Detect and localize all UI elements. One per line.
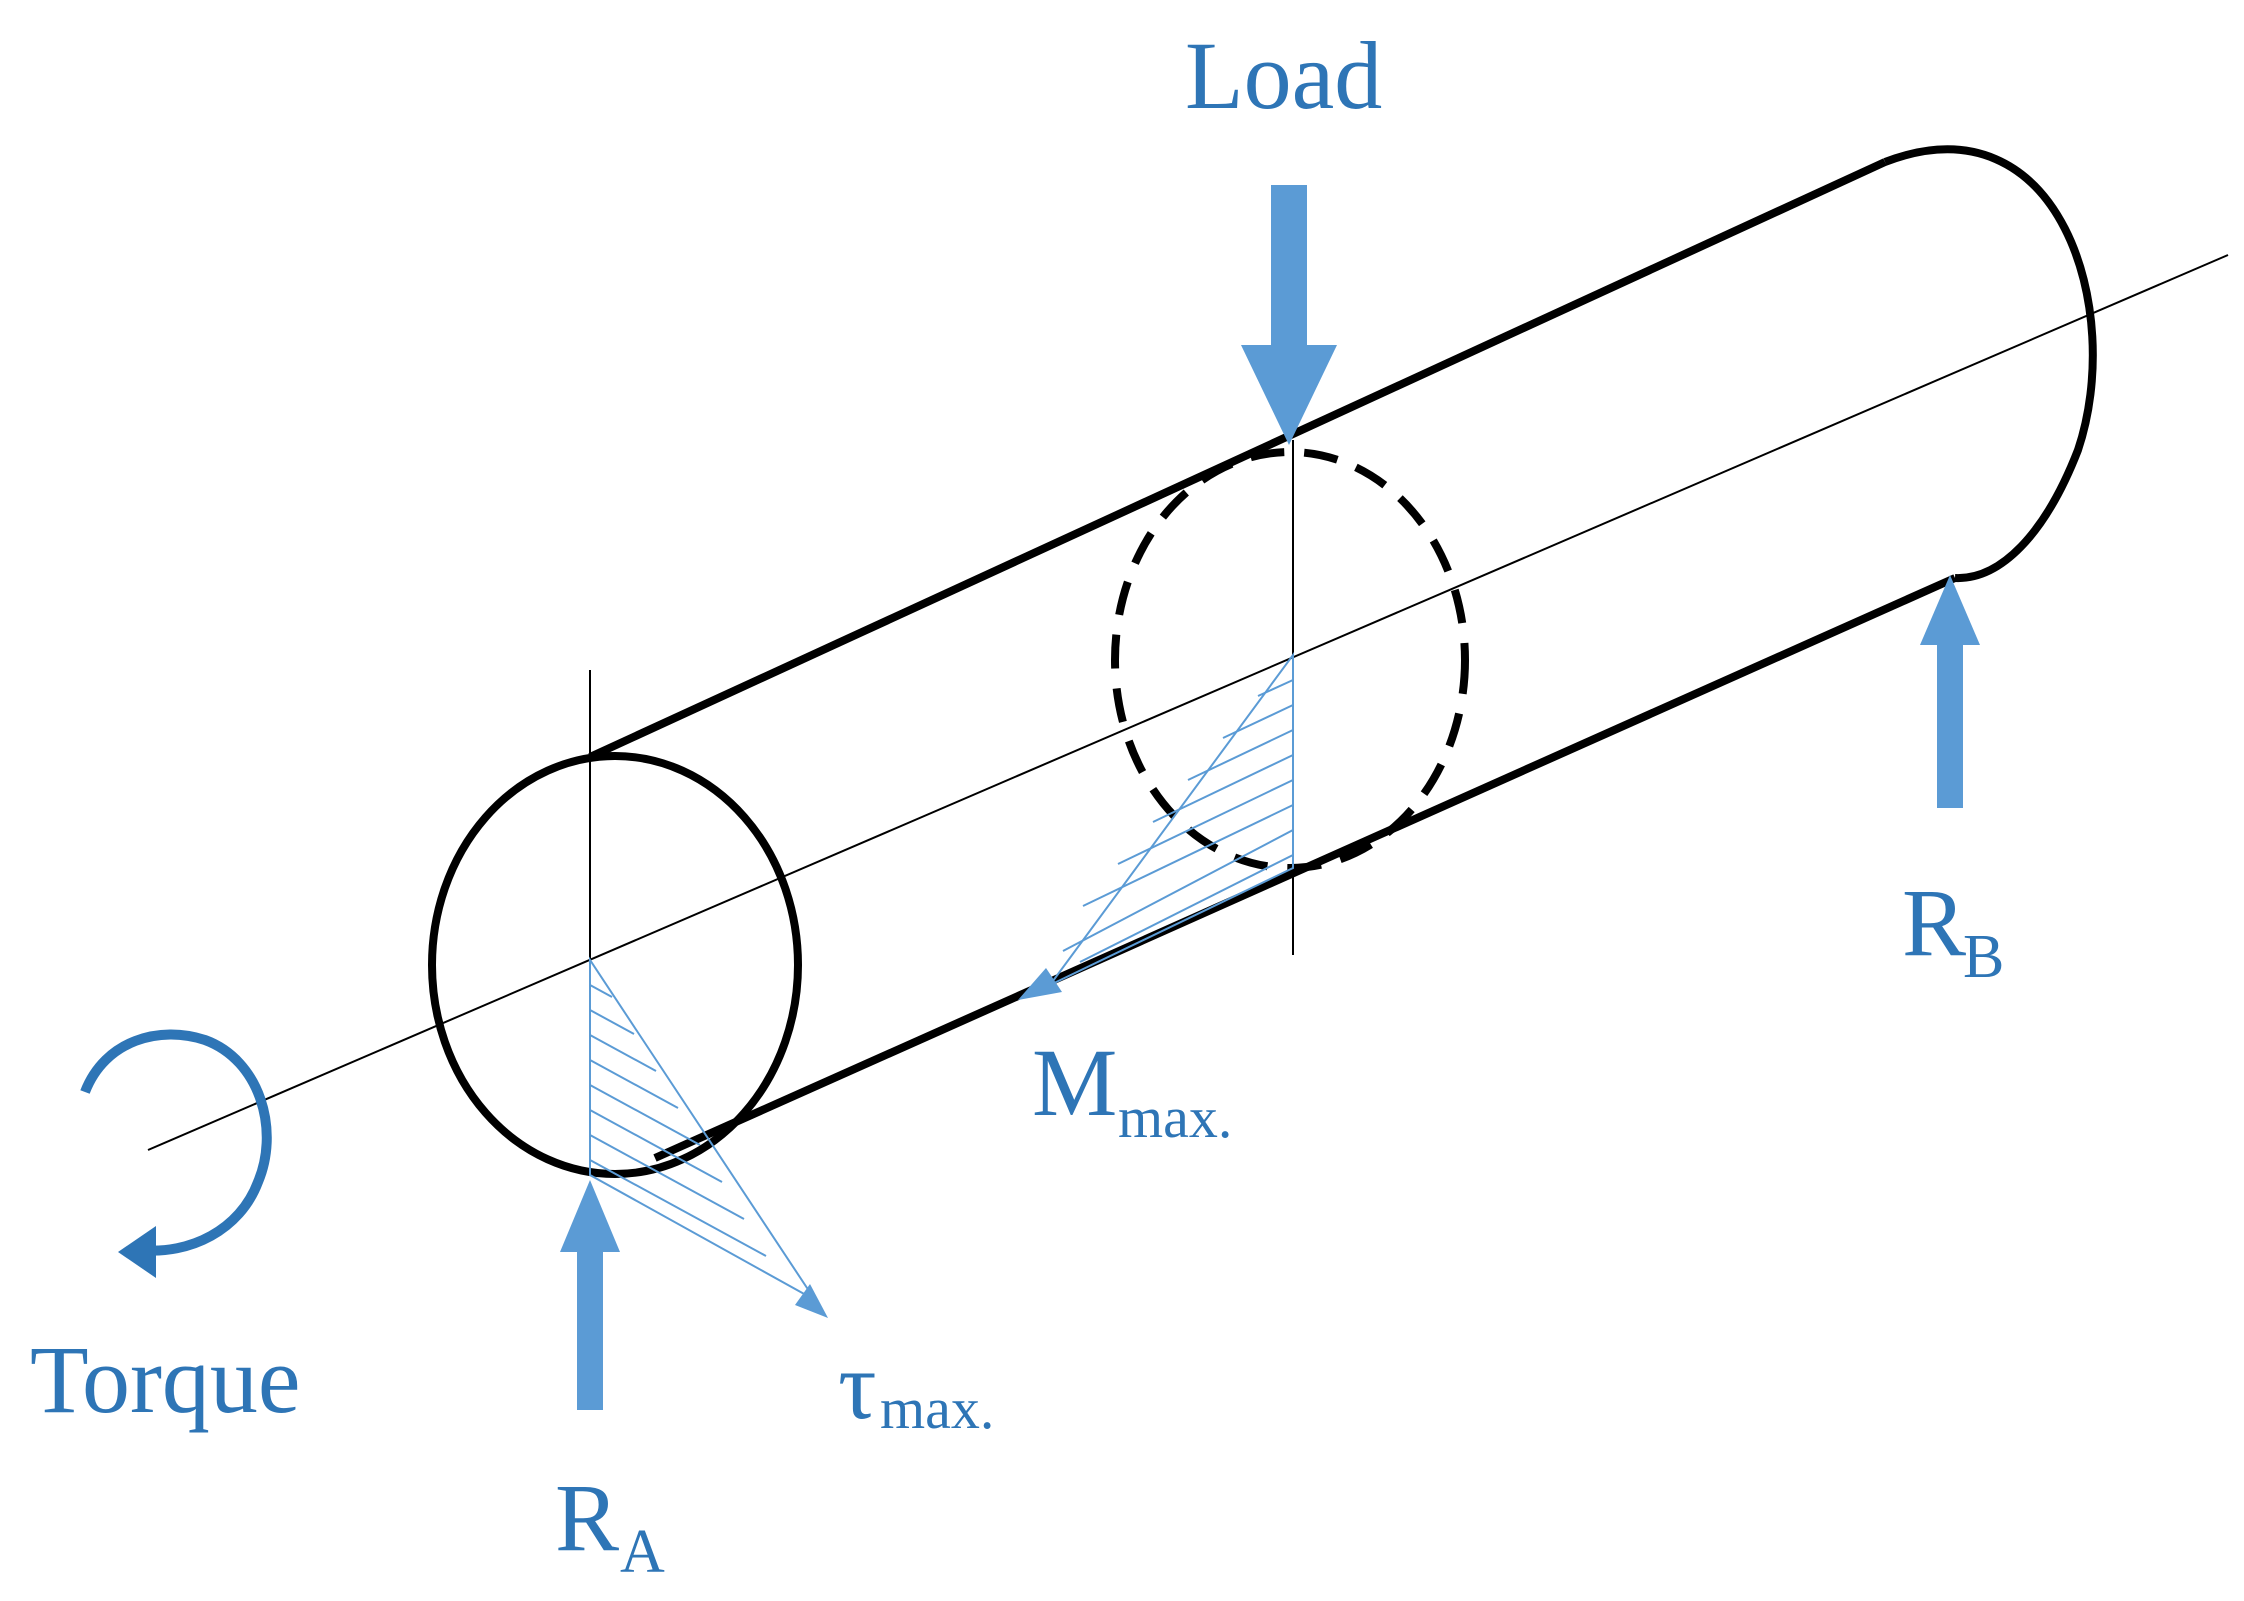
load-arrow — [1241, 185, 1337, 445]
reaction-b-label: R B — [1902, 869, 2004, 991]
bending-stress-arrowhead — [1018, 968, 1062, 1000]
shear-stress-arrowhead — [795, 1284, 828, 1318]
shear-stress-distribution — [589, 956, 828, 1318]
reaction-a-label: R A — [555, 1464, 665, 1586]
max-shear-subscript: max. — [880, 1376, 994, 1441]
max-moment-label: M max. — [1032, 1029, 1232, 1150]
max-shear-label: τ max. — [838, 1332, 994, 1441]
load-label: Load — [1185, 22, 1382, 129]
max-shear-main: τ — [838, 1332, 877, 1439]
reaction-a-subscript: A — [620, 1518, 665, 1586]
bending-stress-distribution — [1018, 651, 1294, 1000]
reaction-b-main: R — [1902, 869, 1966, 976]
midspan-cross-section — [1111, 448, 1469, 872]
reaction-a-arrow — [560, 1180, 620, 1410]
shaft-left-end-face — [428, 752, 802, 1178]
reaction-a-main: R — [555, 1464, 619, 1571]
shaft-axis-line — [147, 254, 2229, 1151]
shaft-right-end-cap — [1883, 145, 2097, 583]
torque-curved-arrow-icon — [80, 1029, 272, 1278]
reaction-b-arrow — [1920, 575, 1980, 808]
torque-label: Torque — [30, 1326, 301, 1433]
max-moment-subscript: max. — [1118, 1085, 1232, 1150]
shaft-top-edge — [588, 158, 1887, 761]
max-moment-main: M — [1032, 1029, 1117, 1136]
reaction-b-subscript: B — [1963, 923, 2004, 991]
